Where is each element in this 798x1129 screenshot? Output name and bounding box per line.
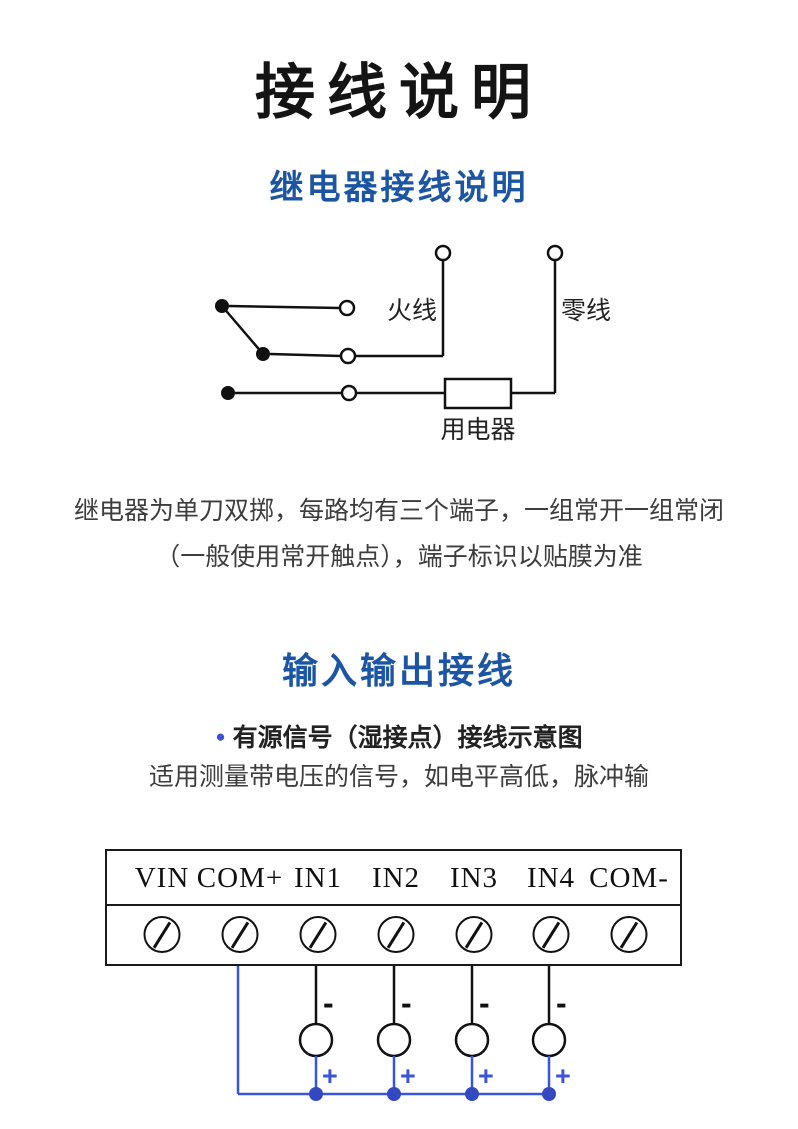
bus-junction-dot-in4: [542, 1087, 556, 1101]
screw-slash-icon: [619, 921, 639, 948]
in4-minus-label: -: [556, 985, 567, 1021]
sensor-circle-in3: [454, 1022, 490, 1058]
appliance-label: 用电器: [440, 416, 515, 444]
sensor-circle-in1: [298, 1022, 334, 1058]
screw-terminal-vin: [143, 916, 181, 953]
terminal-labels-row: VIN COM+ IN1 IN2 IN3 IN4 COM-: [105, 849, 682, 907]
io-section-heading: 输入输出接线: [281, 650, 516, 691]
bus-junction-dot-in3: [465, 1087, 479, 1101]
no-contact-line: [228, 304, 341, 310]
live-terminal-circle: [434, 244, 452, 262]
terminal-screws-row: [105, 904, 682, 966]
in4-plus-label: +: [555, 1061, 571, 1091]
arm-end-dot: [256, 347, 270, 361]
neutral-terminal-circle: [546, 244, 564, 262]
screw-terminal-in3: [455, 916, 493, 953]
sensor-wiring-diagram: - - - - + + + +: [236, 966, 571, 1101]
terminal-label-in2: IN2: [371, 861, 421, 894]
page-title: 接线说明: [255, 59, 543, 126]
in2-minus-label: -: [401, 985, 412, 1021]
active-signal-note: ● 有源信号（湿接点）接线示意图: [0, 718, 798, 754]
screw-slash-icon: [230, 921, 250, 948]
bus-junction-dot-in1: [309, 1087, 323, 1101]
relay-description: 继电器为单刀双掷，每路均有三个端子，一组常开一组常闭 （一般使用常开触点），端子…: [0, 488, 798, 580]
terminal-label-com-plus: COM+: [196, 861, 284, 894]
io-description: 适用测量带电压的信号，如电平高低，脉冲输: [148, 763, 649, 791]
in1-plus-label: +: [322, 1061, 338, 1091]
in1-minus-label: -: [323, 985, 334, 1021]
screw-terminal-com-plus: [221, 916, 259, 953]
screw-slash-icon: [464, 921, 484, 948]
in2-plus-label: +: [400, 1061, 416, 1091]
bullet-icon: ●: [215, 726, 226, 746]
terminal-label-com-minus: COM-: [589, 861, 669, 894]
second-pole-dot: [221, 386, 235, 400]
screw-slash-icon: [152, 921, 172, 948]
terminal-label-vin: VIN: [134, 861, 190, 894]
appliance-box: [443, 377, 513, 410]
screw-terminal-com-minus: [610, 916, 648, 953]
terminal-label-in4: IN4: [526, 861, 576, 894]
sensor-circle-in4: [531, 1022, 567, 1058]
terminal-label-in3: IN3: [449, 861, 499, 894]
sensor-circle-in2: [376, 1022, 412, 1058]
nc-contact-circle: [339, 347, 357, 365]
screw-slash-icon: [541, 921, 561, 948]
neutral-wire-label: 零线: [561, 297, 611, 325]
no-contact-circle: [338, 299, 356, 317]
relay-description-line1: 继电器为单刀双掷，每路均有三个端子，一组常开一组常闭: [73, 497, 724, 525]
relay-wiring-diagram: 火线 零线 用电器: [215, 244, 611, 444]
terminal-label-in1: IN1: [293, 861, 343, 894]
screw-slash-icon: [308, 921, 328, 948]
bus-junction-dot-in2: [387, 1087, 401, 1101]
screw-terminal-in4: [532, 916, 570, 953]
relay-description-line2: （一般使用常开触点），端子标识以贴膜为准: [155, 543, 643, 571]
in3-minus-label: -: [479, 985, 490, 1021]
switch-arm-line: [221, 305, 264, 355]
screw-terminal-in1: [299, 916, 337, 953]
nc-contact-line: [269, 352, 342, 358]
screw-terminal-in2: [377, 916, 415, 953]
in3-plus-label: +: [478, 1061, 494, 1091]
second-contact-circle: [340, 384, 358, 402]
relay-section-heading: 继电器接线说明: [269, 169, 529, 207]
active-signal-label: 有源信号（湿接点）接线示意图: [232, 724, 583, 752]
screw-slash-icon: [386, 921, 406, 948]
live-wire-label: 火线: [387, 297, 437, 325]
